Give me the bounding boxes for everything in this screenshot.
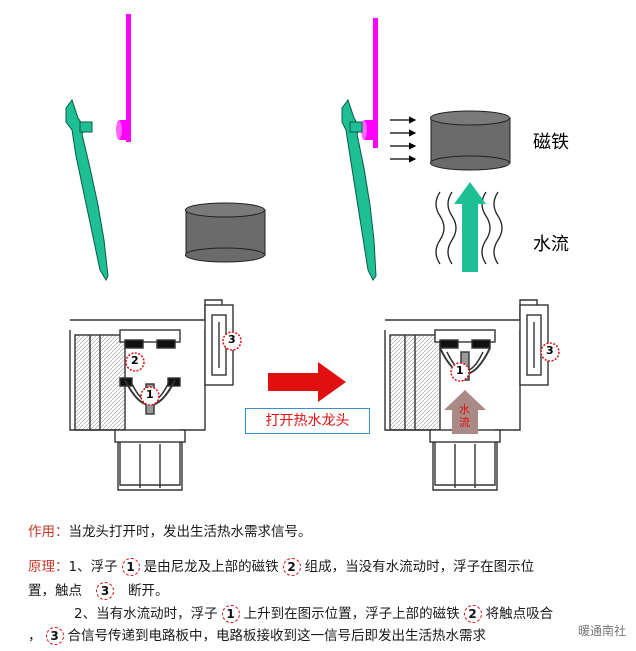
function-body: 当龙头打开时，发出生活热水需求信号。	[68, 524, 312, 540]
number-badge-3: 3	[96, 582, 114, 600]
reed-contact-bar	[126, 14, 131, 142]
valve-section-on	[384, 299, 549, 491]
watermark: 暖通南社	[577, 624, 626, 638]
badge-1-on: 1	[456, 364, 464, 377]
badge-2-off: 2	[131, 354, 139, 367]
number-badge-1b: 1	[221, 605, 240, 623]
float-paddle-down	[65, 98, 109, 282]
magnet-cylinder-bottom	[185, 202, 266, 263]
valve-water-label: 水流	[459, 403, 470, 429]
number-badge-2b: 2	[463, 605, 482, 623]
number-badge-2: 2	[282, 558, 301, 576]
reed-switch-open	[116, 14, 131, 142]
magnet-cylinder-top	[430, 110, 511, 171]
principle-head: 原理：	[28, 559, 69, 575]
magnetic-force-arrows	[390, 116, 417, 163]
action-label: 打开热水龙头	[245, 408, 370, 434]
reed-switch-closed	[361, 18, 378, 148]
action-arrow	[268, 362, 346, 402]
valve-on-badges	[450, 342, 560, 382]
valve-off-badges	[125, 331, 242, 406]
badge-3-off: 3	[228, 333, 236, 346]
badge-1-off: 1	[146, 388, 154, 401]
function-head: 作用：	[28, 524, 69, 540]
number-badge-3b: 3	[45, 627, 64, 645]
badge-3-on: 3	[546, 344, 554, 357]
float-paddle-up	[341, 98, 377, 281]
function-line: 作用：当龙头打开时，发出生活热水需求信号。	[28, 520, 312, 540]
valve-water-arrow	[444, 390, 486, 434]
valve-section-off	[69, 299, 234, 491]
water-up-arrow	[454, 182, 486, 272]
reed-contact-bar-2	[373, 18, 378, 148]
water-label: 水流	[533, 234, 569, 255]
magnet-label: 磁铁	[533, 132, 569, 153]
water-flow-lines	[435, 191, 503, 265]
number-badge-1: 1	[121, 558, 140, 576]
